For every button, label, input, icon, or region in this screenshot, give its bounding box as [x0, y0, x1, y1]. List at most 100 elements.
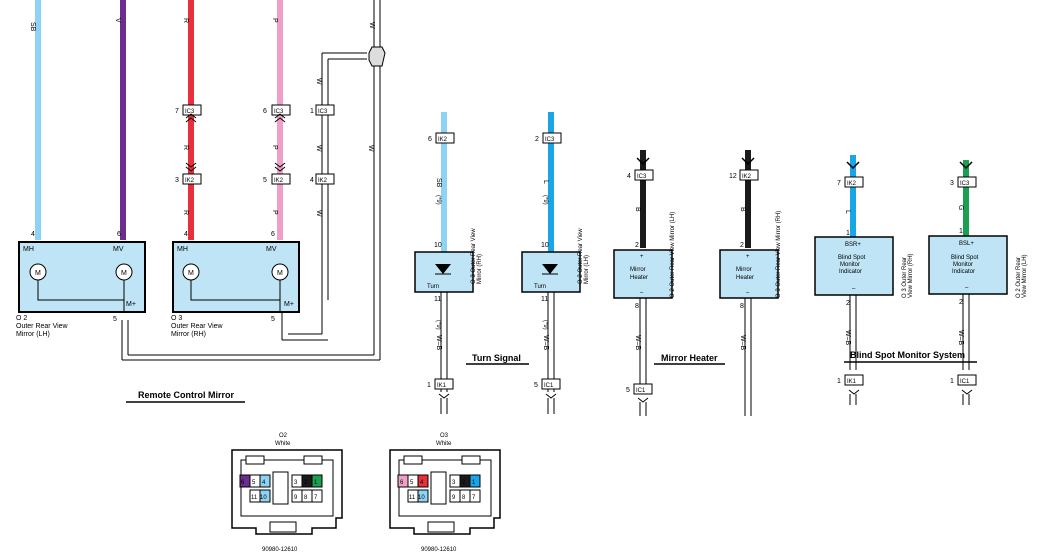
svg-text:IC3: IC3	[274, 109, 284, 115]
svg-text:Blind Spot: Blind Spot	[951, 255, 979, 261]
svg-text:B: B	[739, 207, 746, 212]
svg-text:6: 6	[428, 136, 432, 143]
svg-text:W–B: W–B	[542, 335, 549, 351]
svg-text:M: M	[121, 270, 127, 277]
svg-text:1: 1	[846, 230, 850, 237]
svg-text:2: 2	[462, 480, 466, 486]
svg-text:IK2: IK2	[742, 174, 752, 180]
pin-5-o2: 5	[113, 316, 117, 323]
section-title-remote-control-mirror: Remote Control Mirror	[138, 390, 235, 400]
pin-3-ik2: 3	[175, 177, 179, 184]
section-title-turn-signal: Turn Signal	[472, 353, 521, 363]
pin-6-o2: 6	[117, 231, 121, 238]
svg-text:O3: O3	[440, 433, 449, 439]
svg-text:8: 8	[304, 495, 308, 501]
connector-ik2-bsm: IK2 7	[837, 176, 864, 188]
svg-text:9: 9	[452, 495, 456, 501]
svg-text:Monitor: Monitor	[953, 262, 973, 268]
svg-text:Blind Spot: Blind Spot	[838, 255, 866, 261]
svg-text:Monitor: Monitor	[840, 262, 860, 268]
svg-text:+: +	[746, 254, 750, 260]
pin-1-ic3: 1	[310, 108, 314, 115]
svg-text:IC3: IC3	[185, 109, 195, 115]
connector-ic3-bsm: IC3 3	[950, 176, 977, 188]
svg-text:–: –	[852, 286, 856, 292]
connector-ic3-r: IC3 7	[175, 104, 202, 123]
svg-text:O 2 Outer Rear View Mirror (L: O 2 Outer Rear View Mirror (LH)	[670, 212, 676, 298]
svg-text:G: G	[957, 205, 964, 210]
connector-ik2-w: IK2 4	[310, 173, 335, 185]
svg-text:W–B: W–B	[435, 335, 442, 351]
svg-text:8: 8	[635, 303, 639, 310]
section-title-blind-spot-monitor: Blind Spot Monitor System	[850, 350, 965, 360]
svg-text:7: 7	[472, 495, 476, 501]
svg-text:1: 1	[472, 480, 476, 486]
svg-text:1: 1	[427, 382, 431, 389]
svg-text:–: –	[746, 290, 750, 296]
component-mirror-heater-rh: + Mirror Heater –	[719, 249, 779, 299]
connector-ik2-p: IK2 5	[263, 162, 291, 185]
component-bsm-indicator-lh: BSL+ Blind Spot Monitor Indicator –	[928, 235, 1008, 295]
svg-text:IK2: IK2	[438, 137, 448, 143]
svg-text:3: 3	[950, 180, 954, 187]
label-mh: MH	[177, 246, 188, 253]
svg-text:2: 2	[304, 480, 308, 486]
svg-text:2: 2	[635, 242, 639, 249]
svg-text:(*9): (*9)	[542, 195, 548, 205]
svg-text:5: 5	[534, 382, 538, 389]
svg-text:Indicator: Indicator	[839, 269, 862, 275]
pin-4-ik2: 4	[310, 177, 314, 184]
wire-label-sb: SB	[29, 22, 36, 32]
svg-text:8: 8	[462, 495, 466, 501]
svg-text:3: 3	[452, 480, 456, 486]
svg-text:Mirror: Mirror	[736, 267, 752, 273]
svg-text:IK2: IK2	[185, 178, 195, 184]
svg-text:5: 5	[410, 480, 414, 486]
connector-ik1-bsm: IK1 1	[837, 374, 864, 405]
label-mplus: M+	[126, 301, 136, 308]
label-mv: MV	[113, 246, 124, 253]
svg-text:(*9): (*9)	[542, 320, 548, 330]
o3-name-line2: Mirror (RH)	[171, 331, 206, 338]
svg-text:W–B: W–B	[844, 330, 851, 346]
splice-junction	[368, 46, 386, 67]
svg-text:4: 4	[627, 173, 631, 180]
svg-text:View Mirror (RH): View Mirror (RH)	[908, 253, 914, 298]
connector-ic3-turn-b: IC3 2	[535, 132, 562, 144]
svg-text:4: 4	[262, 480, 266, 486]
svg-text:L: L	[542, 180, 549, 184]
wire-label-w-b: W	[315, 145, 322, 152]
svg-text:IK1: IK1	[437, 383, 447, 389]
svg-text:12: 12	[729, 173, 737, 180]
connector-ic3-w: IC3 1	[310, 104, 335, 116]
connector-ic3-p: IC3 6	[263, 104, 291, 123]
component-o3-mirror-rh: MH MV M M M+	[172, 241, 300, 313]
pin-5-ik2: 5	[263, 177, 267, 184]
svg-text:90980-12610: 90980-12610	[421, 547, 457, 553]
connector-ik2-turn-a: IK2 6	[428, 132, 455, 144]
pin-6-o3: 6	[271, 231, 275, 238]
svg-text:11: 11	[409, 495, 416, 501]
svg-text:Heater: Heater	[630, 275, 648, 281]
svg-text:IK2: IK2	[318, 178, 328, 184]
svg-text:IC3: IC3	[960, 181, 970, 187]
svg-text:Indicator: Indicator	[952, 269, 975, 275]
svg-text:IK2: IK2	[847, 181, 857, 187]
component-o2-mirror-lh: MH MV M M M+	[18, 241, 146, 313]
svg-text:Turn: Turn	[427, 284, 439, 290]
svg-text:White: White	[436, 441, 452, 447]
svg-text:4: 4	[420, 480, 424, 486]
svg-text:–: –	[965, 285, 969, 291]
svg-text:9: 9	[294, 495, 298, 501]
svg-text:10: 10	[418, 495, 425, 501]
svg-text:1: 1	[959, 228, 963, 235]
svg-text:8: 8	[740, 303, 744, 310]
svg-text:View Mirror (LH): View Mirror (LH)	[1022, 254, 1028, 298]
wire-r-o3-mh	[188, 0, 194, 240]
svg-text:White: White	[275, 441, 291, 447]
note-star9-a: (*9)	[435, 195, 441, 205]
pin-6-ic3: 6	[263, 108, 267, 115]
pin-7-ic3: 7	[175, 108, 179, 115]
svg-text:O 2 Outer Rear: O 2 Outer Rear	[1016, 257, 1022, 298]
